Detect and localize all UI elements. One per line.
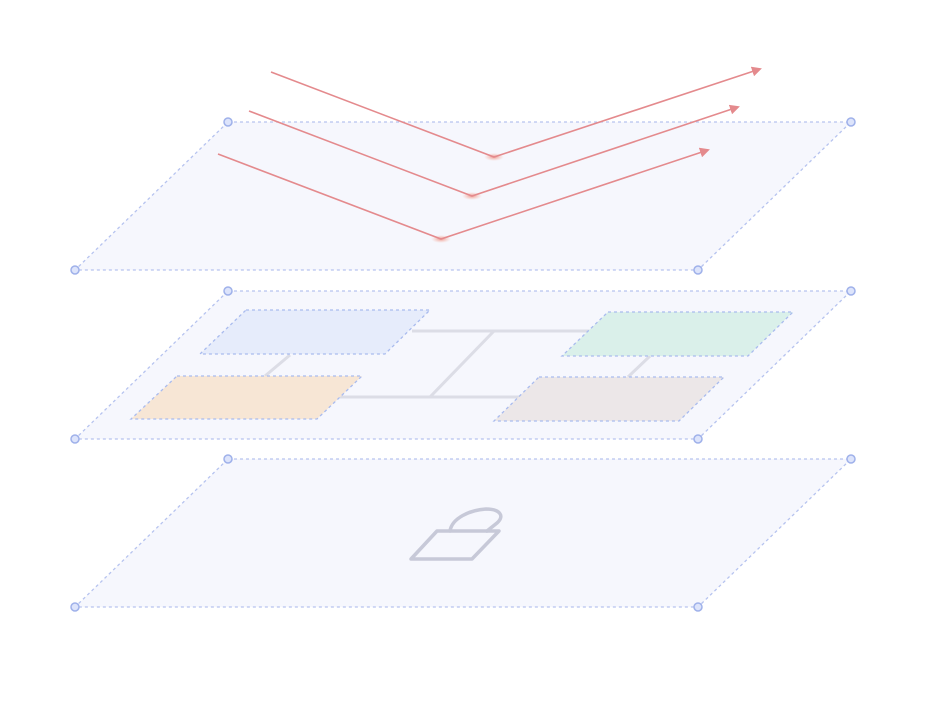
top-vertex-back-left [223,117,233,127]
connector-center [428,329,496,399]
bottom-layer [70,454,856,612]
top-vertex-front-left [70,265,80,275]
panel-green [560,311,795,357]
panel-gray [492,376,726,422]
top-layer [70,66,856,275]
bottom-vertex-front-right [693,602,703,612]
panel-connectors [264,329,652,399]
middle-layer [70,286,856,444]
lock-body [409,529,501,561]
middle-vertex-back-right [846,286,856,296]
middle-vertex-back-left [223,286,233,296]
bottom-vertex-back-left [223,454,233,464]
bottom-vertex-back-right [846,454,856,464]
panel-orange [129,375,364,420]
ray-arrow-2 [248,104,740,197]
top-vertex-back-right [846,117,856,127]
lock-shackle [448,507,503,533]
reflected-rays [217,66,762,243]
panel-blue [198,309,432,355]
bottom-vertex-front-left [70,602,80,612]
middle-vertex-front-left [70,434,80,444]
ray-arrow-3 [217,147,710,240]
middle-vertex-front-right [693,434,703,444]
top-vertex-front-right [693,265,703,275]
ray-arrow-1 [270,66,762,158]
bottom-plane [73,458,853,608]
lock-icon [409,507,503,561]
connector-left [264,353,291,378]
connector-right [626,354,652,379]
